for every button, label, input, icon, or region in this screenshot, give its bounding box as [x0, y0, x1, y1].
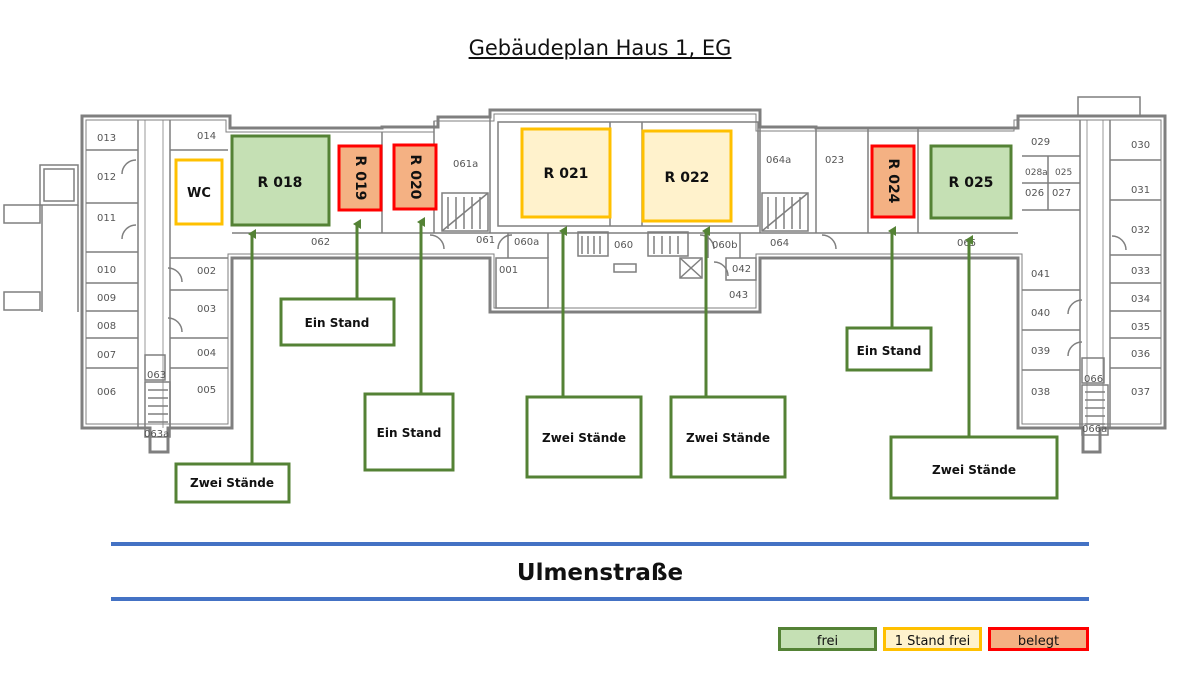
- callout-r020-box: [363, 392, 455, 472]
- room-r025-label: R 025: [949, 175, 994, 191]
- room-012-label: 012: [97, 172, 116, 183]
- legend-partial: 1 Stand frei: [883, 627, 982, 651]
- callout-r024-text: Ein Stand: [857, 344, 922, 358]
- room-035-label: 035: [1131, 322, 1150, 333]
- room-039-label: 039: [1031, 346, 1050, 357]
- page-title: Gebäudeplan Haus 1, EG: [468, 36, 732, 60]
- callout-r025-box: [889, 435, 1059, 500]
- room-004-label: 004: [197, 348, 216, 359]
- street-line-bottom: [111, 597, 1089, 601]
- street-line-top: [111, 542, 1089, 546]
- room-r024-label: R 024: [885, 159, 901, 204]
- room-060b-label: 060b: [712, 240, 737, 251]
- room-037-label: 037: [1131, 387, 1150, 398]
- room-060a-label: 060a: [514, 237, 539, 248]
- room-043-label: 043: [729, 290, 748, 301]
- room-r018-box[interactable]: [230, 134, 331, 227]
- callout-r025-text: Zwei Stände: [932, 463, 1016, 477]
- room-023-label: 023: [825, 155, 844, 166]
- room-062-label: 062: [311, 237, 330, 248]
- legend-frei: frei: [778, 627, 877, 651]
- room-010-label: 010: [97, 265, 116, 276]
- room-r022-label: R 022: [665, 170, 710, 186]
- callout-r018-text: Zwei Stände: [190, 476, 274, 490]
- room-wc-label: WC: [187, 186, 211, 201]
- room-r018-label: R 018: [258, 175, 303, 191]
- room-027-label: 027: [1052, 188, 1071, 199]
- callout-r018-box: [174, 462, 291, 504]
- room-014-label: 014: [197, 131, 216, 142]
- callout-r019-box: [279, 297, 396, 347]
- room-028a-label: 028a: [1025, 168, 1048, 178]
- room-064-label: 064: [770, 238, 789, 249]
- room-009-label: 009: [97, 293, 116, 304]
- room-031-label: 031: [1131, 185, 1150, 196]
- room-030-label: 030: [1131, 140, 1150, 151]
- room-005-label: 005: [197, 385, 216, 396]
- room-033-label: 033: [1131, 266, 1150, 277]
- left-entrance-wall: [39, 164, 79, 206]
- room-r021-box[interactable]: [520, 127, 612, 219]
- left-stair-top: [3, 204, 41, 224]
- street-name: Ulmenstraße: [516, 560, 684, 586]
- callout-r019-text: Ein Stand: [305, 316, 370, 330]
- legend-belegt: belegt: [988, 627, 1089, 651]
- room-060-label: 060: [614, 240, 633, 251]
- room-number-labels: 013 014 012 011 010 009 008 007 006 002 …: [97, 131, 1150, 440]
- building-walls: [3, 96, 1167, 454]
- room-061a-label: 061a: [453, 159, 478, 170]
- room-r019-box[interactable]: [337, 144, 383, 212]
- room-001-label: 001: [499, 265, 518, 276]
- room-025-small-label: 025: [1055, 168, 1072, 178]
- callout-r021-box: [525, 395, 643, 479]
- callout-boxes: Zwei Stände Ein Stand Ein Stand Zwei Stä…: [174, 297, 1059, 504]
- callout-r022-box: [669, 395, 787, 479]
- callout-r024-box: [845, 326, 933, 372]
- room-065-label: 065: [957, 238, 976, 249]
- room-042-label: 042: [732, 264, 751, 275]
- room-wc-box[interactable]: [174, 158, 224, 226]
- room-061-label: 061: [476, 235, 495, 246]
- callout-arrows: [248, 217, 973, 463]
- room-003-label: 003: [197, 304, 216, 315]
- room-008-label: 008: [97, 321, 116, 332]
- callout-r020-text: Ein Stand: [377, 426, 442, 440]
- room-026-label: 026: [1025, 188, 1044, 199]
- room-032-label: 032: [1131, 225, 1150, 236]
- room-040-label: 040: [1031, 308, 1050, 319]
- room-063a-label: 063a: [144, 429, 169, 440]
- room-034-label: 034: [1131, 294, 1150, 305]
- room-007-label: 007: [97, 350, 116, 361]
- room-029-label: 029: [1031, 137, 1050, 148]
- room-006-label: 006: [97, 387, 116, 398]
- room-036-label: 036: [1131, 349, 1150, 360]
- left-stair-bottom: [3, 291, 41, 311]
- room-041-label: 041: [1031, 269, 1050, 280]
- highlighted-rooms: WC R 018 R 019 R 020 R 021 R 022 R 024 R…: [174, 127, 1013, 227]
- room-r024-box[interactable]: [870, 144, 916, 219]
- room-r021-label: R 021: [544, 166, 589, 182]
- room-063-label: 063: [147, 370, 166, 381]
- callout-r021-text: Zwei Stände: [542, 431, 626, 445]
- room-064a-label: 064a: [766, 155, 791, 166]
- room-011-label: 011: [97, 213, 116, 224]
- room-066-label: 066: [1084, 374, 1103, 385]
- room-r022-box[interactable]: [641, 129, 733, 223]
- callout-r022-text: Zwei Stände: [686, 431, 770, 445]
- room-066a-label: 066a: [1082, 424, 1107, 435]
- room-002-label: 002: [197, 266, 216, 277]
- room-013-label: 013: [97, 133, 116, 144]
- room-r020-label: R 020: [407, 155, 423, 200]
- room-r020-box[interactable]: [392, 143, 438, 211]
- room-r025-box[interactable]: [929, 144, 1013, 220]
- room-r019-label: R 019: [352, 156, 368, 201]
- room-038-label: 038: [1031, 387, 1050, 398]
